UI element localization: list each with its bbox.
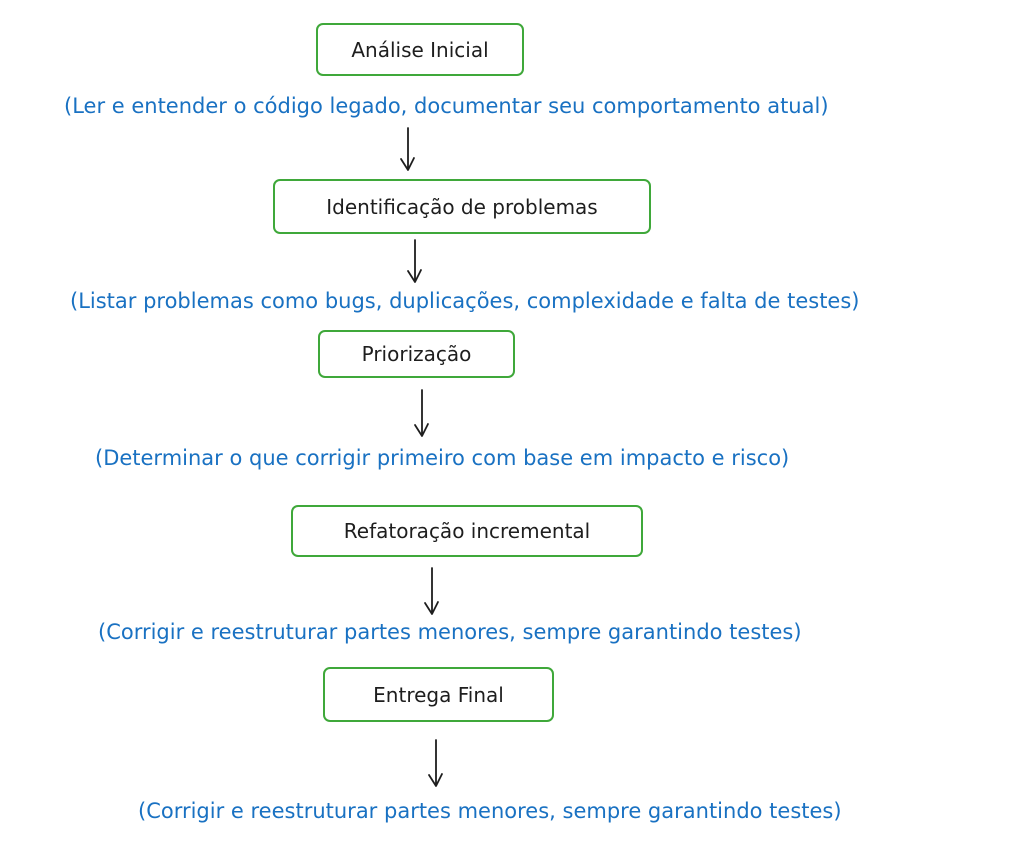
step-title: Refatoração incremental (343, 519, 591, 543)
flow-arrow (398, 126, 418, 172)
step-title: Identificação de problemas (326, 194, 598, 219)
step-note: (Determinar o que corrigir primeiro com … (95, 446, 790, 470)
flow-arrow (412, 388, 432, 438)
step-title: Análise Inicial (351, 37, 489, 62)
step-note: (Ler e entender o código legado, documen… (64, 94, 829, 118)
step-box-priorizacao: Priorização (318, 330, 515, 378)
step-title: Entrega Final (373, 682, 504, 707)
step-box-identificacao-de-problemas: Identificação de problemas (273, 179, 651, 234)
step-note: (Corrigir e reestruturar partes menores,… (98, 620, 802, 644)
step-title: Priorização (361, 342, 472, 366)
step-note: (Corrigir e reestruturar partes menores,… (138, 799, 842, 823)
step-note: (Listar problemas como bugs, duplicações… (70, 289, 860, 313)
flow-arrow (422, 566, 442, 616)
step-box-analise-inicial: Análise Inicial (316, 23, 524, 76)
step-box-entrega-final: Entrega Final (323, 667, 554, 722)
flow-arrow (426, 738, 446, 788)
flow-arrow (405, 238, 425, 284)
step-box-refatoracao-incremental: Refatoração incremental (291, 505, 643, 557)
